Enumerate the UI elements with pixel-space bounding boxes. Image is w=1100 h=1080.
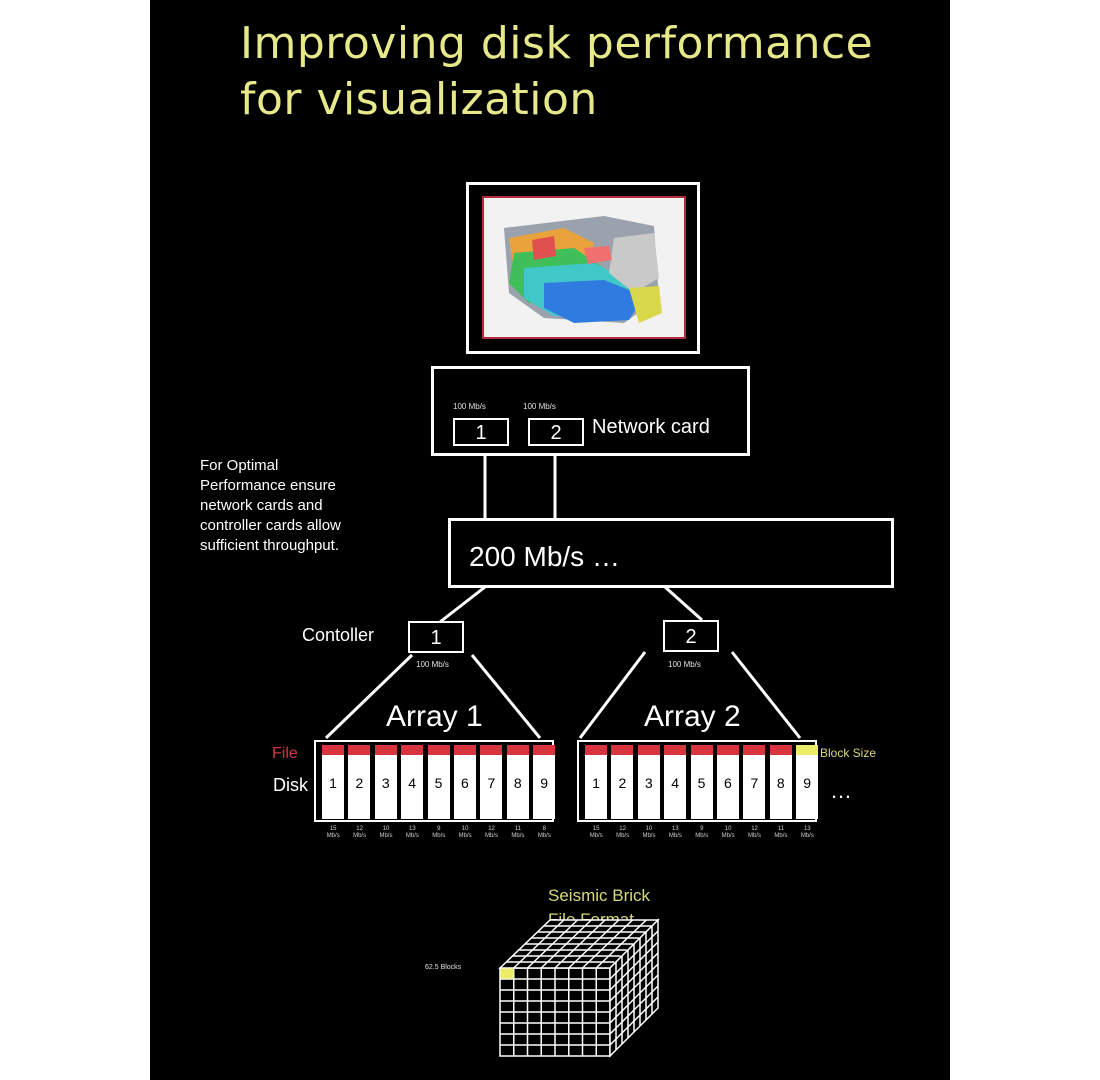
poster: Improving disk performance for visualiza…: [150, 0, 950, 1080]
cube-grid: [498, 918, 660, 1058]
array-1-disk: 3: [374, 745, 397, 819]
array-2-disk: 8: [769, 745, 792, 819]
array-1-disk: 6: [453, 745, 476, 819]
monitor-screen: [482, 196, 686, 339]
brick-block-label: 62.5 Blocks: [425, 964, 462, 971]
controller-2-speed: 100 Mb/s: [668, 660, 701, 669]
line-ctrl1-array1-left: [324, 653, 414, 740]
more-arrays-ellipsis: …: [830, 778, 852, 803]
array-2-disk-block: 9: [796, 745, 819, 819]
page-title: Improving disk performance for visualiza…: [240, 16, 873, 128]
array-2-disk: 2: [611, 745, 634, 819]
array-1-disks: 1 2 3 4 5 6 7 8 9: [322, 745, 560, 819]
highlighted-block: [500, 968, 514, 979]
array-2-disk: 3: [637, 745, 660, 819]
seismic-visualization-image: [484, 198, 684, 337]
note-line-1: For Optimal: [200, 457, 279, 474]
port2-speed: 100 Mb/s: [523, 402, 556, 411]
array-2-disks: 1 2 3 4 5 6 7 8 9: [585, 745, 823, 819]
note-line-4: controller cards allow: [200, 517, 341, 534]
title-line-2: for visualization: [240, 74, 598, 125]
controller-1: 1: [408, 621, 464, 653]
line-bus-ctrl1: [439, 585, 486, 624]
line-ctrl2-array2-right: [730, 651, 802, 739]
brick-title-line-1: Seismic Brick: [548, 886, 651, 905]
network-card-box: [431, 366, 750, 456]
monitor: [466, 182, 700, 354]
controller-1-speed: 100 Mb/s: [416, 660, 449, 669]
array-2-disk: 5: [690, 745, 713, 819]
port1-speed: 100 Mb/s: [453, 402, 486, 411]
line-ctrl1-array1-right: [470, 654, 542, 739]
array-1-disk: 8: [506, 745, 529, 819]
array-2-disk: 1: [585, 745, 607, 819]
network-card-label: Network card: [592, 416, 710, 438]
array-1-label: Array 1: [386, 700, 483, 733]
array-1-disk: 4: [401, 745, 424, 819]
array-1-disk: 1: [322, 745, 344, 819]
controller-2: 2: [663, 620, 719, 652]
array-2-label: Array 2: [644, 700, 741, 733]
controller-2-label: 2: [685, 626, 697, 648]
block-size-label: Block Size: [820, 746, 877, 760]
line-bus-ctrl2: [664, 585, 703, 622]
array-1-disk: 9: [533, 745, 556, 819]
note-line-3: network cards and: [200, 497, 323, 514]
bus-box: 200 Mb/s …: [448, 518, 894, 588]
connector-lines: [324, 454, 802, 740]
controller-label: Contoller: [302, 625, 375, 645]
array-2-disk: 7: [743, 745, 766, 819]
array-1-disk: 2: [348, 745, 371, 819]
network-port-1-label: 1: [475, 422, 487, 444]
note-line-5: sufficient throughput.: [200, 537, 339, 554]
bus-label: 200 Mb/s …: [469, 541, 620, 572]
disk-label: Disk: [273, 775, 308, 795]
performance-note: For Optimal Performance ensure network c…: [200, 456, 410, 556]
title-line-1: Improving disk performance: [240, 18, 874, 69]
file-label: File: [272, 745, 298, 762]
controller-1-label: 1: [430, 627, 442, 649]
network-port-2: 2: [528, 418, 584, 446]
seismic-brick-cube: [498, 918, 660, 1058]
array-2-disk: 6: [716, 745, 739, 819]
network-port-2-label: 2: [550, 422, 562, 444]
array-1-disk: 7: [480, 745, 503, 819]
array-2-disk: 4: [664, 745, 687, 819]
network-port-1: 1: [453, 418, 509, 446]
array-1-disk: 5: [427, 745, 450, 819]
line-ctrl2-array2-left: [578, 651, 647, 739]
note-line-2: Performance ensure: [200, 477, 336, 494]
